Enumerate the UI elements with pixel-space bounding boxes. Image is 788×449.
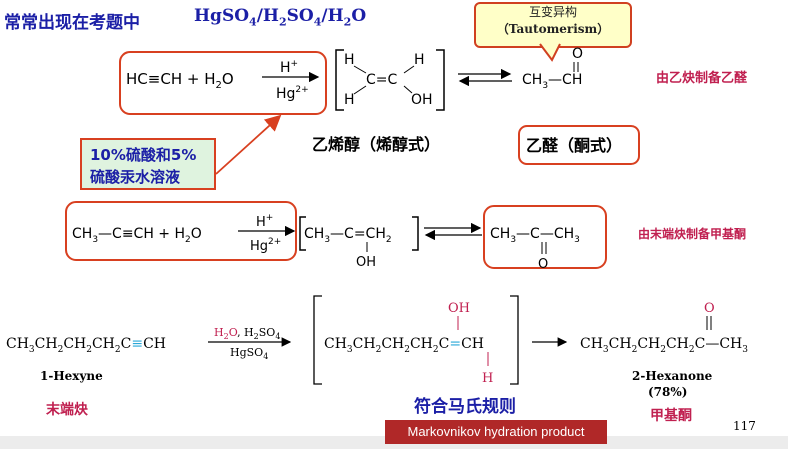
enol1-h-topleft: H (344, 52, 355, 68)
acetone-formula: CH3—C—CH3 (490, 226, 580, 245)
reaction1-reagent-top: H+ (280, 59, 298, 76)
enol2-bracket-left (299, 216, 306, 251)
enol1-oh: OH (411, 92, 433, 108)
enol2-oh: OH (356, 255, 376, 270)
enol-name: 乙烯醇（烯醇式） (312, 135, 440, 154)
enol3-formula: CH3CH2CH2CH2C=CH (324, 336, 484, 355)
enol3-oh: OH (448, 301, 470, 316)
reaction1-reactant: HC≡CH + H2O (126, 70, 234, 91)
enol1-center: C=C (366, 72, 398, 88)
reaction3-reagent-top: H2O, H2SO4 (214, 326, 280, 341)
reaction1-reagent-bottom: Hg2+ (276, 85, 309, 102)
hexyne-formula: CH3CH2CH2CH2C≡CH (6, 336, 166, 355)
enol1-h-bottomleft: H (344, 92, 355, 108)
enol2-formula: CH3—C=CH2 (304, 226, 392, 245)
enol1-h-topright: H (414, 52, 425, 68)
enol3-h: H (482, 371, 493, 386)
markovnikov-banner: Markovnikov hydration product (385, 420, 607, 444)
keto-name: 乙醛（酮式） (526, 136, 622, 155)
catalyst-line1: 10%硫酸和5% (90, 146, 197, 164)
reaction1-box (119, 51, 327, 115)
hexanone-formula: CH3CH2CH2CH2C—CH3 (580, 336, 748, 355)
hexyne-note: 末端炔 (46, 401, 88, 418)
slide-title-formula: HgSO4/H2SO4/H2O (194, 6, 367, 29)
reaction2-reagent-bottom: Hg2+ (250, 237, 281, 254)
reaction3-reagent-bottom: HgSO4 (230, 346, 268, 361)
hexanone-name: 2-Hexanone (632, 369, 713, 383)
tautomerism-callout: 互变异构 （Tautomerism） (474, 2, 632, 48)
keto-name-box (518, 125, 640, 165)
enol2-bracket-right (412, 216, 419, 251)
hexanone-yield: (78%) (648, 385, 687, 399)
acetaldehyde-formula: CH3—CH (522, 72, 582, 91)
reaction2-reagent-top: H+ (256, 213, 273, 230)
acetaldehyde-o: O (572, 46, 583, 62)
reaction2-reactant: CH3—C≡CH + H2O (72, 226, 202, 245)
enol3-bracket-left (313, 295, 322, 385)
callout-pointer (539, 43, 561, 62)
page-number: 117 (733, 419, 756, 433)
hexanone-o: O (704, 301, 715, 316)
callout-line1: 互变异构 (528, 5, 577, 19)
hexanone-note: 甲基酮 (650, 407, 692, 424)
markovnikov-rule-note: 符合马氏规则 (414, 396, 516, 417)
reaction2-box (65, 201, 297, 261)
catalyst-box: 10%硫酸和5% 硫酸汞水溶液 (80, 138, 216, 190)
hexyne-name: 1-Hexyne (40, 369, 103, 383)
enol1-bracket-left (335, 49, 344, 111)
catalyst-pointer-arrow (215, 114, 282, 175)
acetone-box (483, 205, 607, 269)
slide-title-cn: 常常出现在考题中 (4, 13, 140, 33)
catalyst-line2: 硫酸汞水溶液 (90, 168, 181, 186)
enol3-bracket-right (510, 295, 519, 385)
reaction1-side-label: 由乙炔制备乙醛 (656, 70, 748, 86)
callout-line2: （Tautomerism） (496, 22, 610, 36)
enol1-bracket-right (436, 49, 445, 111)
reaction2-side-label: 由末端炔制备甲基酮 (638, 226, 746, 241)
acetone-o: O (538, 257, 548, 272)
